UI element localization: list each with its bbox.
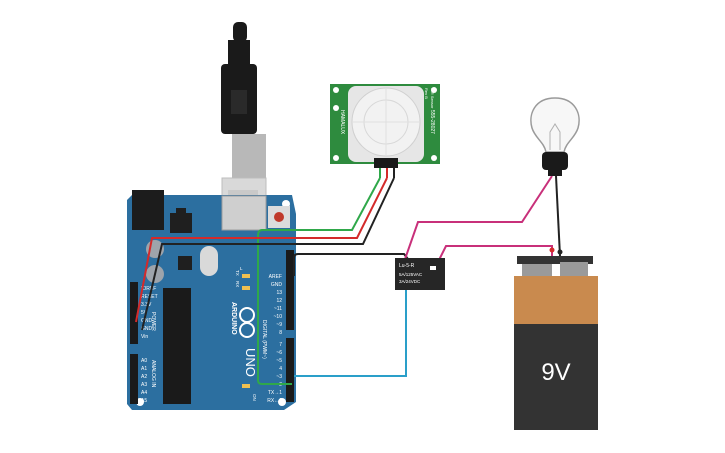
digital-label: DIGITAL (PWM~) [261, 320, 267, 359]
wire-signal-green[interactable] [257, 177, 381, 385]
pin-label: ~6 [276, 350, 282, 356]
pin-label: A1 [141, 366, 147, 372]
battery-label: 9V [541, 359, 570, 386]
pin-label: GND [271, 282, 283, 288]
arduino-model: UNO [243, 348, 258, 377]
pir-corner-text: PIR Sensor [430, 88, 435, 109]
pir-sensor[interactable]: HAMALUX 555-28027 PIR Sensor Rev B [330, 84, 440, 168]
pin-label: 7 [279, 342, 282, 348]
pin-label: A4 [141, 390, 147, 396]
pin-label: 4 [279, 366, 282, 372]
relay-line1: Lu-5-R [399, 263, 415, 269]
relay-line3: 3A/24VDC [399, 279, 421, 284]
pin-label: 8 [279, 330, 282, 336]
wire-bulb-black[interactable] [555, 175, 561, 257]
pin-label: AREF [269, 274, 282, 280]
tx-label: TX [235, 270, 240, 276]
power-jack [132, 190, 164, 230]
power-header[interactable] [130, 282, 138, 344]
wire-gnd-black[interactable] [141, 177, 395, 331]
wire-relay-signal-blue[interactable] [294, 290, 407, 377]
pin-label: 3.3V [141, 302, 152, 308]
pin-label: GND [141, 326, 153, 332]
pin-label: RX←0 [267, 398, 282, 404]
pin-label: TX→1 [268, 390, 282, 396]
pin-label: ~5 [276, 358, 282, 364]
pin-label: 12 [276, 298, 282, 304]
digital-header-top[interactable] [286, 250, 294, 330]
pir-right-text: 555-28027 [429, 110, 435, 134]
arduino-uno-board[interactable]: ARDUINO UNO DIGITAL (PWM~) POWER ANALOG … [127, 190, 296, 410]
wire-bulb-magenta[interactable] [403, 175, 553, 263]
relay-line2: 5A/125VAC [399, 272, 423, 277]
power-label: POWER [150, 312, 156, 331]
pin-label: IOREF [141, 286, 156, 292]
digital-header-bottom[interactable] [286, 338, 294, 402]
pin-label: 5V [141, 310, 148, 316]
pin-label: A5 [141, 398, 147, 404]
lightbulb-icon[interactable] [530, 97, 580, 176]
pin-label: ~11 [274, 306, 282, 312]
usb-port [221, 195, 267, 231]
wires [135, 168, 561, 385]
wire-relay-gnd-black[interactable] [293, 253, 413, 276]
pir-left-text: HAMALUX [339, 110, 345, 135]
pin-label: 13 [276, 290, 282, 296]
battery-9v[interactable]: 9V [514, 247, 598, 431]
analog-header[interactable] [130, 354, 138, 404]
digital-pin-labels-top: AREF GND 13 12 ~11 ~10 ~9 8 [269, 274, 283, 336]
relay[interactable]: Lu-5-R 5A/125VAC 3A/24VDC [395, 258, 445, 290]
on-label: ON [252, 394, 257, 401]
pin-label: ~9 [276, 322, 282, 328]
infinity-logo-icon [239, 307, 255, 338]
pin-label: ~3 [276, 374, 282, 380]
analog-label: ANALOG IN [150, 360, 156, 388]
rx-label: RX [235, 281, 240, 287]
pin-label: Vin [141, 334, 148, 340]
atmega-chip [163, 288, 191, 404]
pin-label: ~10 [274, 314, 283, 320]
pin-label: A3 [141, 382, 147, 388]
pin-label: A2 [141, 374, 147, 380]
l-label: L [240, 266, 243, 271]
pir-corner-sub: Rev B [424, 88, 429, 99]
wire-vcc-red[interactable] [135, 177, 388, 323]
pin-label: GND [141, 318, 153, 324]
arduino-brand: ARDUINO [230, 302, 237, 335]
pin-label: A0 [141, 358, 147, 364]
